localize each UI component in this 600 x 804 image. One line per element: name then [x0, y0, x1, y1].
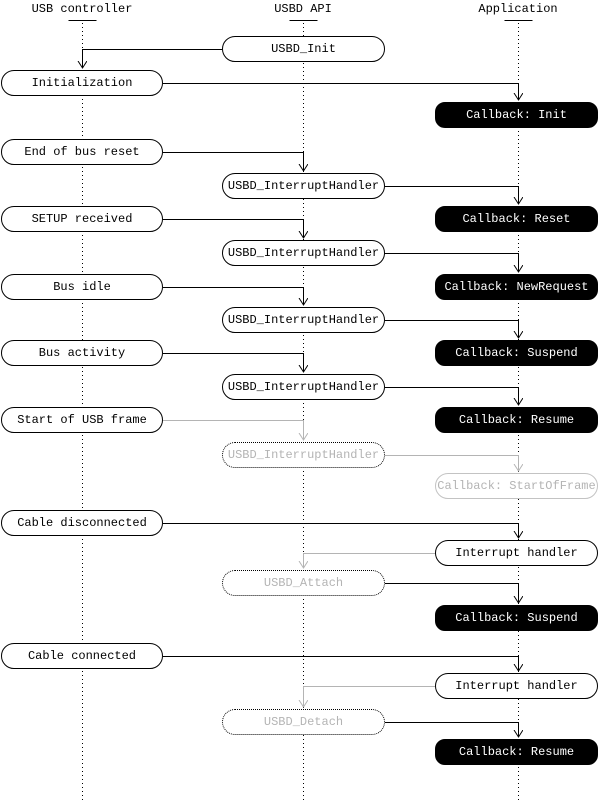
node-end-of-bus-reset: End of bus reset: [1, 139, 163, 165]
node-cable-connected: Cable connected: [1, 643, 163, 669]
node-interrupt-handler: Interrupt handler: [435, 540, 598, 566]
column-header-usb-controller: USB controller: [31, 2, 133, 16]
node-usbd-detach-inactive: USBD_Detach: [222, 709, 385, 735]
node-usbd-interrupthandler: USBD_InterruptHandler: [222, 173, 385, 199]
node-callback-resume: Callback: Resume: [435, 739, 598, 765]
node-usbd-interrupthandler: USBD_InterruptHandler: [222, 307, 385, 333]
node-callback-init: Callback: Init: [435, 102, 598, 128]
node-usbd-interrupthandler-inactive: USBD_InterruptHandler: [222, 442, 385, 468]
node-setup-received: SETUP received: [1, 206, 163, 232]
node-initialization: Initialization: [1, 70, 163, 96]
node-callback-startofframe: Callback: StartOfFrame: [435, 473, 598, 499]
column-header-application: Application: [478, 2, 558, 16]
node-usbd-interrupthandler: USBD_InterruptHandler: [222, 374, 385, 400]
node-callback-resume: Callback: Resume: [435, 407, 598, 433]
node-bus-activity: Bus activity: [1, 340, 163, 366]
node-interrupt-handler: Interrupt handler: [435, 673, 598, 699]
message-arrows: [83, 49, 519, 738]
node-callback-newrequest: Callback: NewRequest: [435, 274, 598, 300]
node-callback-reset: Callback: Reset: [435, 206, 598, 232]
node-cable-disconnected: Cable disconnected: [1, 510, 163, 536]
node-callback-suspend: Callback: Suspend: [435, 605, 598, 631]
node-bus-idle: Bus idle: [1, 274, 163, 300]
node-start-of-usb-frame: Start of USB frame: [1, 407, 163, 433]
node-usbd-interrupthandler: USBD_InterruptHandler: [222, 240, 385, 266]
node-usbd-init: USBD_Init: [222, 36, 385, 62]
column-header-usbd-api: USBD API: [274, 2, 332, 16]
node-callback-suspend: Callback: Suspend: [435, 340, 598, 366]
node-usbd-attach-inactive: USBD_Attach: [222, 570, 385, 596]
